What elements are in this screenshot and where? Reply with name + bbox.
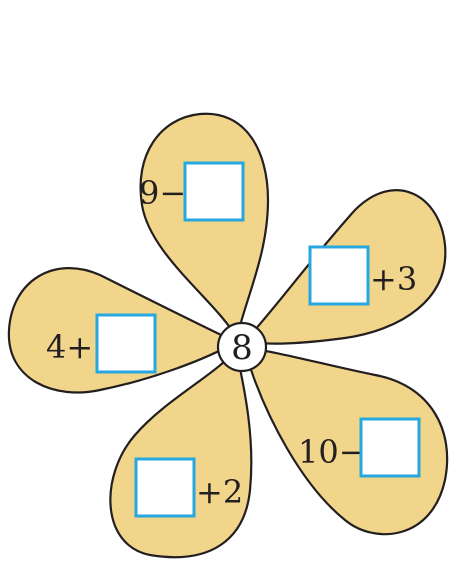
answer-box-right[interactable] <box>310 247 368 304</box>
answer-box-left[interactable] <box>97 315 155 372</box>
center-number: 8 <box>231 328 253 368</box>
petal-top-prefix: 9− <box>139 174 186 212</box>
answer-box-top[interactable] <box>185 163 243 220</box>
petal-right-suffix: +3 <box>370 260 417 298</box>
answer-box-bottom-right[interactable] <box>361 419 419 476</box>
answer-box-bottom-left[interactable] <box>136 459 194 516</box>
petal-left-prefix: 4+ <box>46 328 93 366</box>
petal-bottom-right-prefix: 10− <box>298 433 366 471</box>
petal-bottom-left-suffix: +2 <box>196 473 243 511</box>
